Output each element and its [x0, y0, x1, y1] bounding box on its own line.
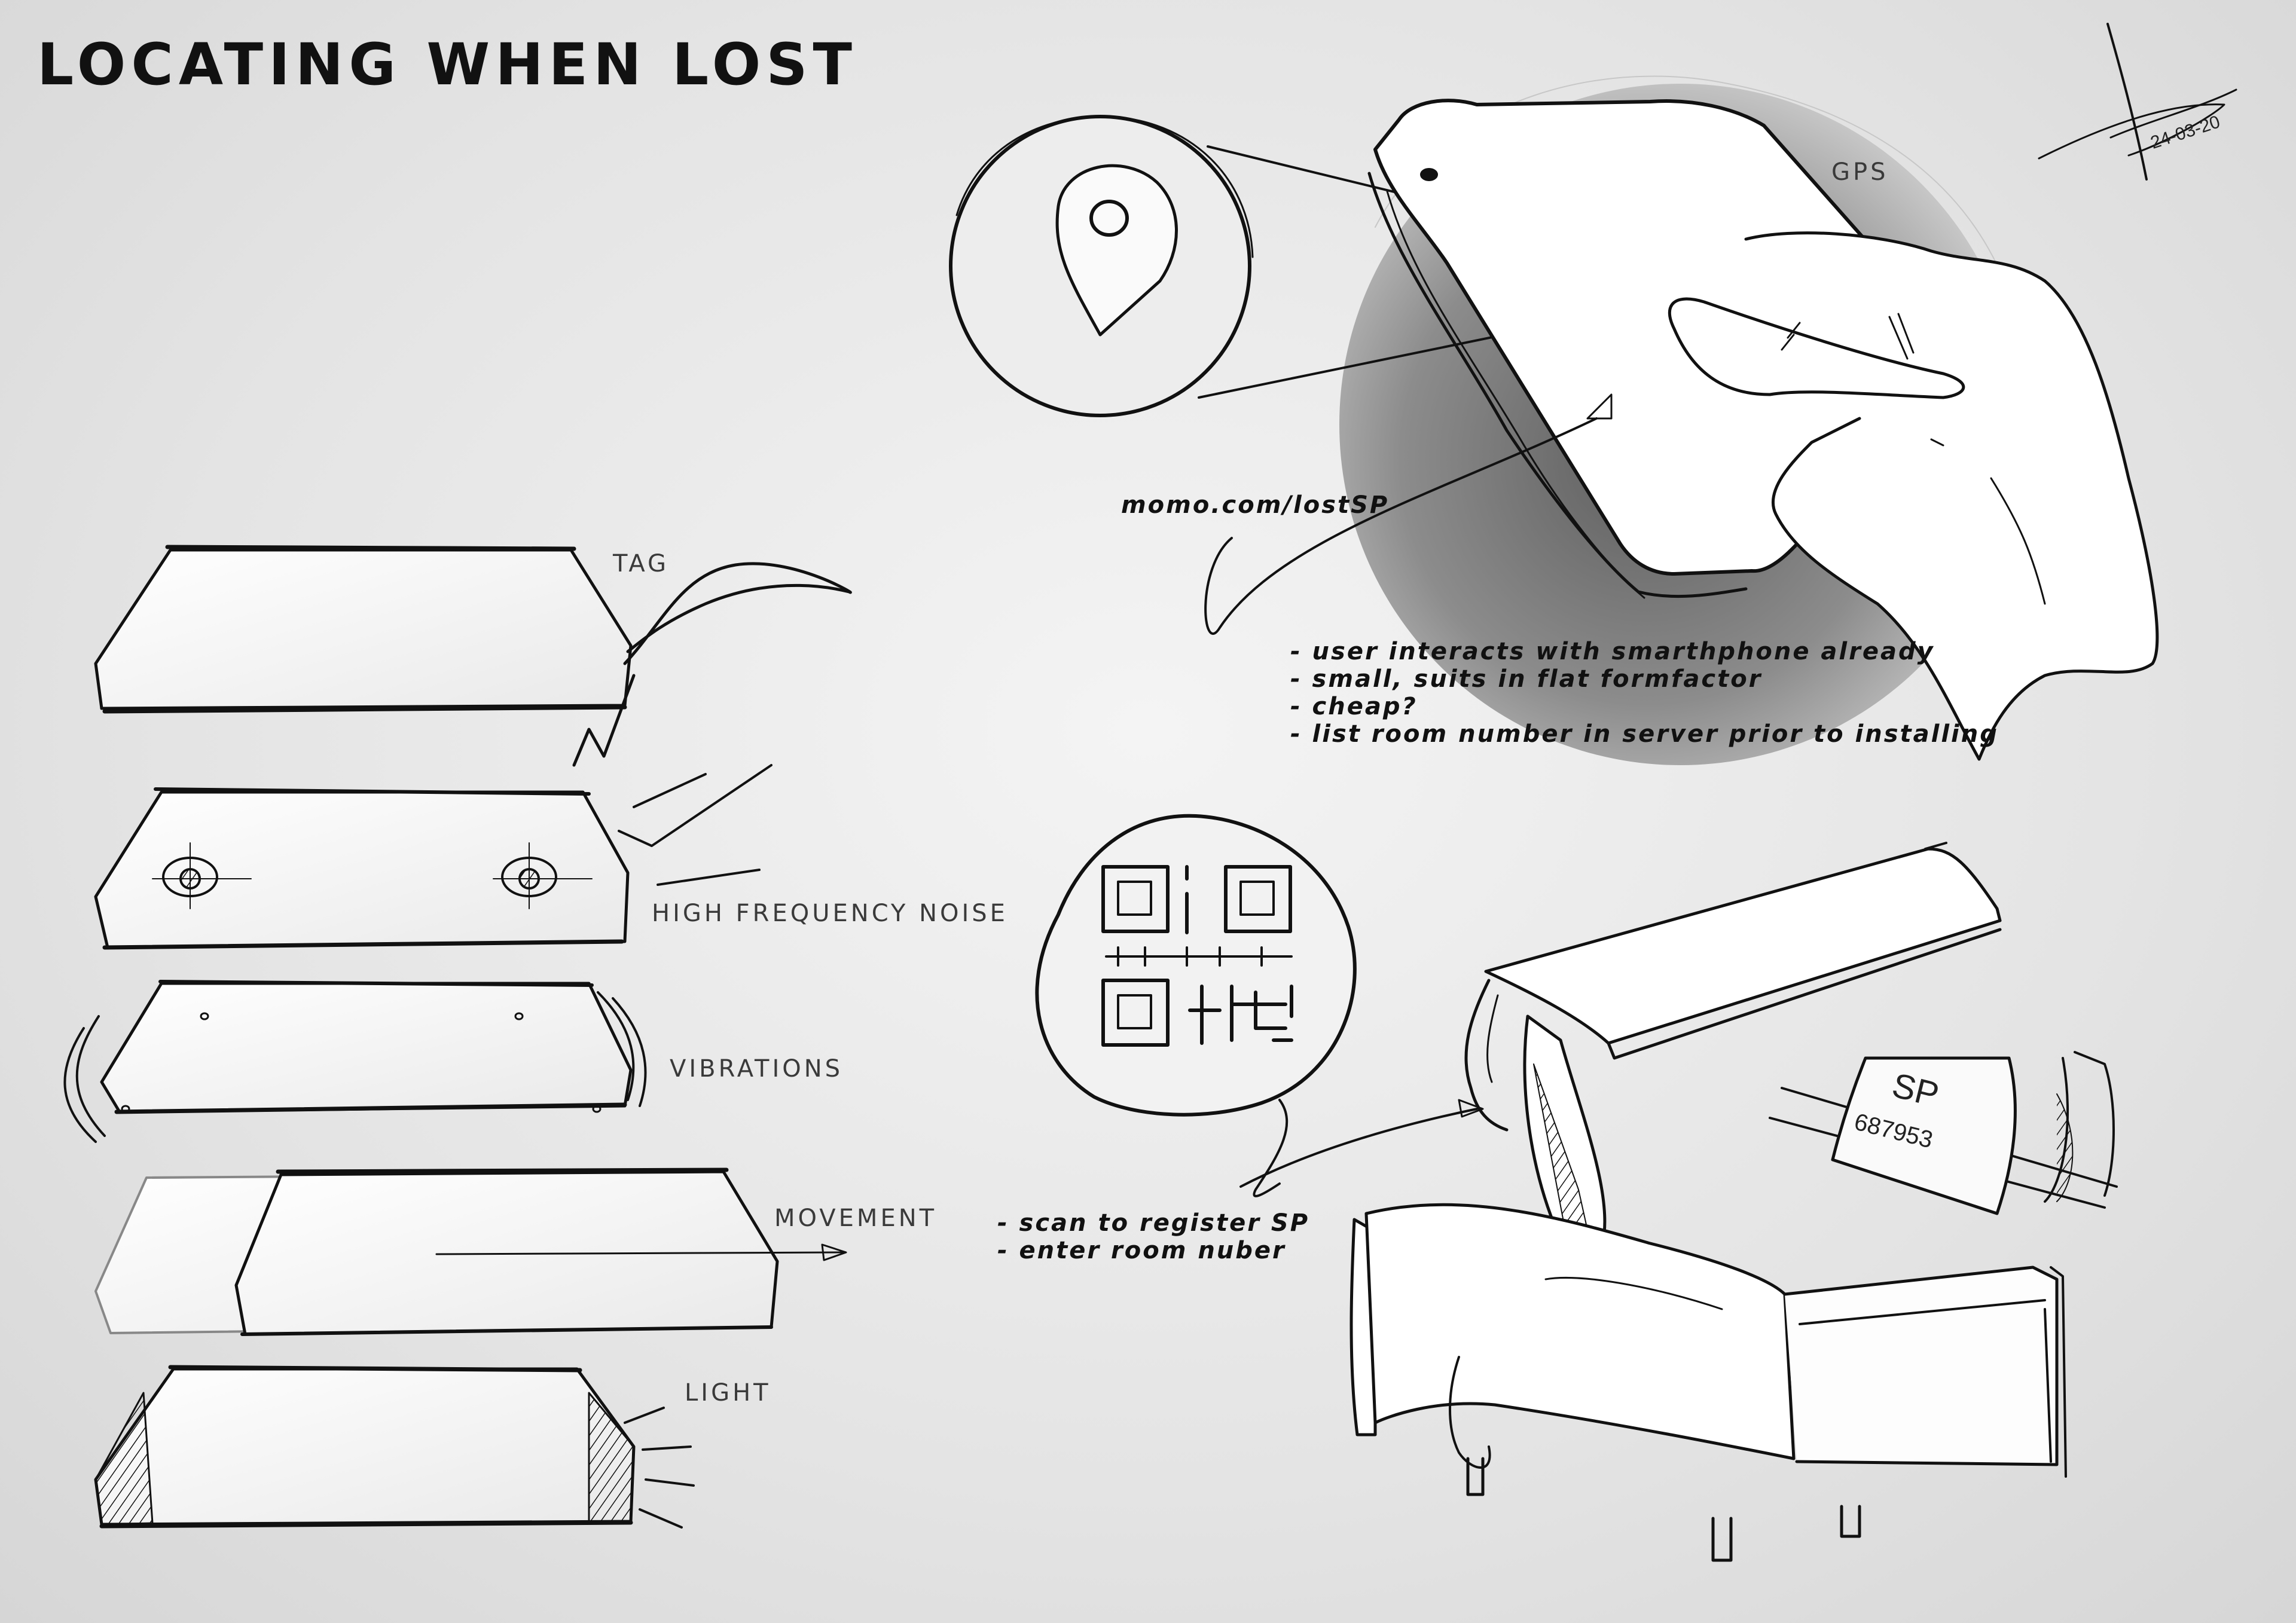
qr-note: scan to register SP: [997, 1209, 1309, 1237]
qr-notes: scan to register SP enter room nuber: [997, 1209, 1309, 1264]
movement-block: [96, 1170, 846, 1334]
gps-note: small, suits in flat formfactor: [1290, 665, 1999, 693]
speaker-left-icon: [152, 843, 251, 909]
gps-notes: user interacts with smarthphone already …: [1290, 638, 1999, 748]
movement-arrow-icon: [822, 1245, 846, 1260]
bed: [1351, 843, 2117, 1560]
noise-block: [96, 765, 771, 947]
speaker-right-icon: [493, 843, 592, 909]
gps-note: cheap?: [1290, 693, 1999, 720]
method-label-noise: HIGH FREQUENCY NOISE: [652, 900, 1008, 927]
tag-block: [96, 547, 850, 765]
gps-label: GPS: [1831, 158, 1889, 186]
qr-note: enter room nuber: [997, 1237, 1309, 1264]
qr-bubble: [1037, 816, 1483, 1196]
method-label-tag: TAG: [613, 550, 669, 577]
sp-label-tag: [1833, 1058, 2015, 1214]
vibrations-block: [65, 982, 645, 1142]
signature: [2039, 24, 2236, 179]
gps-note: user interacts with smarthphone already: [1290, 638, 1999, 665]
hand: [1669, 233, 2157, 759]
qr-code-icon: [1103, 867, 1292, 1045]
gps-url: momo.com/lostSP: [1121, 491, 1390, 519]
light-block: [96, 1367, 694, 1527]
gps-note: list room number in server prior to inst…: [1290, 720, 1999, 748]
url-arrow: [1205, 418, 1596, 634]
method-label-vibrations: VIBRATIONS: [670, 1055, 844, 1083]
magnifier: [951, 117, 1821, 415]
method-label-movement: MOVEMENT: [774, 1205, 938, 1232]
page-title: LOCATING WHEN LOST: [37, 31, 857, 98]
location-pin-icon: [1057, 166, 1176, 335]
screen-tap-arrow-icon: [1587, 395, 1611, 418]
camera-icon: [1421, 169, 1437, 181]
method-label-light: LIGHT: [685, 1379, 771, 1407]
